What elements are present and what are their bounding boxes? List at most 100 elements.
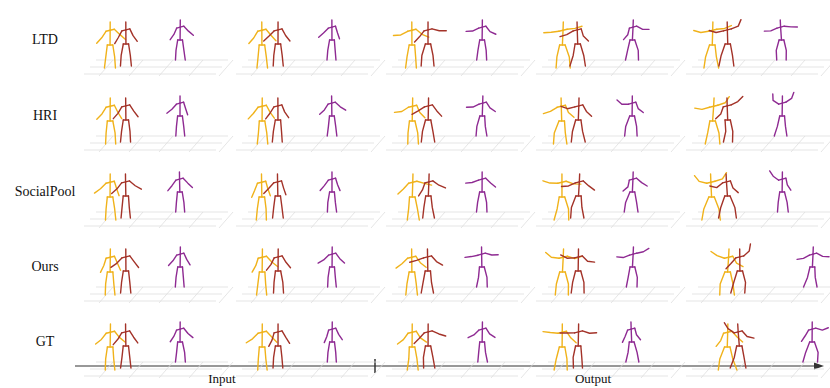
bone: [482, 96, 484, 103]
bone: [466, 28, 479, 31]
bone: [427, 257, 429, 271]
grid-line: [581, 136, 595, 152]
floor-grid: [84, 60, 233, 76]
bone: [723, 120, 725, 142]
bone: [246, 333, 258, 342]
bone: [431, 120, 435, 142]
bone: [486, 102, 495, 111]
bone: [770, 171, 779, 180]
bone: [415, 121, 418, 144]
bone: [576, 270, 581, 271]
bone: [183, 178, 192, 187]
bone: [113, 197, 116, 220]
bone: [578, 98, 580, 106]
grid-line: [551, 362, 565, 378]
bone: [277, 257, 278, 271]
bone: [105, 197, 107, 220]
bone: [395, 107, 409, 112]
bone: [486, 26, 496, 34]
bone: [635, 328, 641, 340]
skeleton-figure: [115, 22, 138, 66]
frame-panel: [84, 322, 233, 378]
bone: [466, 180, 479, 183]
bone: [107, 346, 113, 347]
bone: [581, 29, 588, 41]
grid-line: [491, 287, 505, 303]
bone: [715, 121, 720, 144]
bone: [107, 196, 113, 197]
bone: [425, 181, 433, 183]
skeleton-figure: [324, 322, 342, 362]
bone: [409, 181, 417, 183]
skeleton-figure: [617, 96, 643, 136]
skeleton-figure: [770, 171, 791, 212]
grid-line: [159, 60, 173, 76]
bone: [723, 105, 731, 107]
bone: [180, 247, 181, 254]
skeleton-figure: [393, 22, 428, 68]
bone: [265, 45, 268, 68]
grid-line: [84, 376, 216, 377]
bone: [564, 121, 566, 144]
bone: [319, 28, 329, 37]
bone: [280, 196, 283, 218]
bone: [111, 258, 122, 267]
bone: [427, 332, 428, 346]
grid-line: [236, 226, 368, 227]
grid-line: [219, 136, 233, 152]
bone: [258, 105, 266, 107]
bone: [480, 191, 485, 192]
bone: [175, 342, 177, 362]
grid-line: [398, 287, 530, 288]
bone: [125, 22, 126, 30]
bone: [631, 103, 633, 116]
grid-line: [698, 136, 830, 137]
bone: [336, 328, 342, 339]
skeleton-figure: [269, 324, 290, 368]
bone: [774, 116, 779, 136]
frame-panel: [236, 247, 385, 303]
bone: [330, 266, 335, 267]
axis-line: [75, 365, 818, 366]
grid-line: [129, 136, 143, 152]
grid-line: [248, 136, 380, 137]
grid-line: [611, 362, 625, 378]
grid-line: [611, 136, 625, 152]
grid-line: [311, 362, 325, 378]
bone: [330, 191, 335, 192]
bone: [277, 182, 279, 196]
bone: [331, 172, 332, 179]
bone: [277, 332, 278, 346]
grid-line: [392, 369, 524, 370]
bone: [632, 20, 634, 27]
bone: [262, 249, 263, 257]
bone: [412, 182, 414, 197]
bone: [125, 324, 126, 332]
grid-line: [90, 219, 222, 220]
bone: [113, 272, 115, 295]
grid-line: [641, 362, 655, 378]
frame-panel: [386, 247, 535, 303]
bone: [737, 345, 742, 346]
bone: [558, 181, 566, 183]
bone: [702, 197, 709, 220]
bone: [415, 45, 417, 68]
bone: [731, 271, 737, 293]
bone: [412, 107, 424, 114]
grid-line: [401, 287, 415, 303]
bone: [261, 182, 263, 197]
bone: [168, 180, 176, 190]
skeleton-figure: [623, 172, 647, 212]
bone: [330, 39, 335, 40]
bone: [320, 180, 328, 190]
grid-line: [611, 212, 625, 228]
bone: [329, 115, 334, 116]
bone: [560, 332, 575, 334]
bone: [262, 324, 263, 332]
row-label: HRI: [33, 108, 57, 124]
bone: [571, 196, 576, 218]
bone: [730, 181, 738, 193]
bone: [571, 120, 575, 142]
grid-line: [701, 60, 715, 76]
bone: [178, 341, 183, 342]
